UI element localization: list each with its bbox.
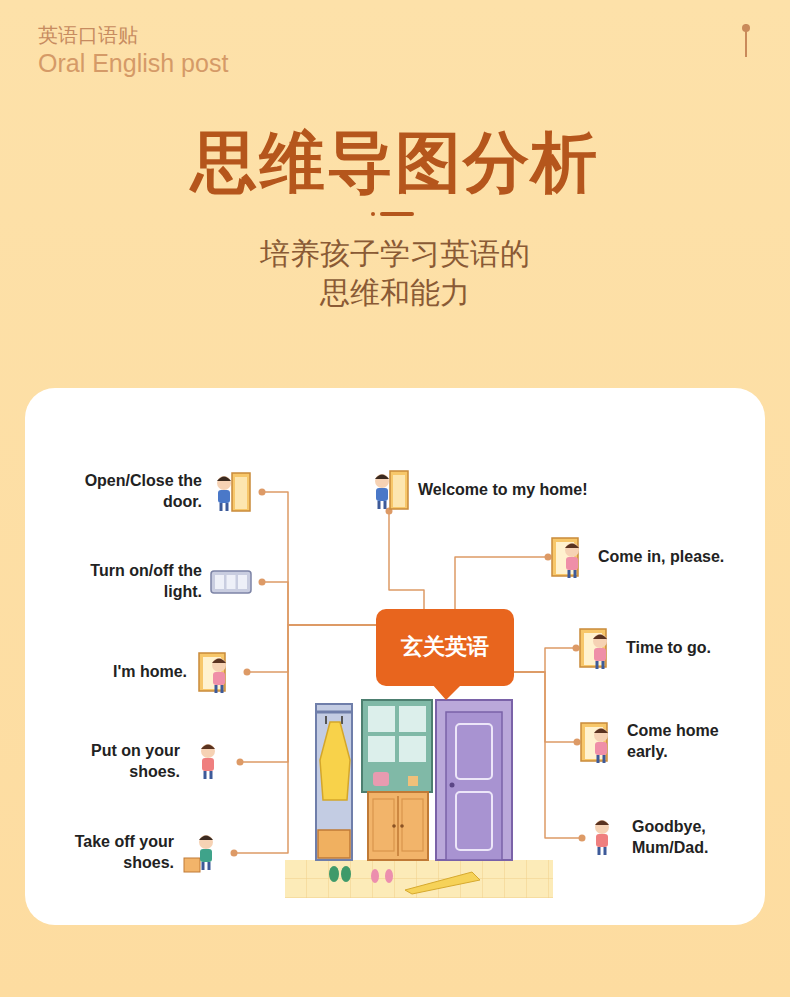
branch-path xyxy=(234,625,376,853)
phrase-node: I'm home. xyxy=(113,651,247,693)
phrase-icon xyxy=(582,817,624,859)
branch-path xyxy=(240,625,376,762)
raincoat xyxy=(320,722,350,800)
phrase-node: Time to go. xyxy=(576,627,711,669)
rack-top xyxy=(316,711,352,714)
bench xyxy=(318,830,350,858)
handbag xyxy=(373,772,389,786)
phrase-node: Turn on/off the light. xyxy=(77,561,262,603)
branch-path xyxy=(389,511,424,609)
brand-en: Oral English post xyxy=(38,49,228,78)
cabinet-bottom xyxy=(368,792,428,860)
phrase-text: Open/Close the door. xyxy=(77,471,202,513)
phrase-icon xyxy=(188,741,230,783)
phrase-text: Turn on/off the light. xyxy=(77,561,202,603)
phrase-node: Come in, please. xyxy=(548,536,724,578)
branch-dot xyxy=(259,579,266,586)
knob xyxy=(400,824,404,828)
glass xyxy=(399,706,426,732)
phrase-text: Come home early. xyxy=(627,721,727,763)
page-title: 思维导图分析 xyxy=(0,118,790,208)
phrase-icon xyxy=(182,832,224,874)
shoe xyxy=(329,866,339,882)
branch-line xyxy=(237,625,377,766)
umbrella xyxy=(405,872,480,894)
topic-bubble: 玄关英语 xyxy=(376,609,514,686)
pin-head xyxy=(742,24,750,32)
phrase-node: Put on your shoes. xyxy=(85,741,240,783)
branch-dot xyxy=(231,850,238,857)
door-panel xyxy=(456,724,492,779)
door-panel xyxy=(456,792,492,850)
cabinet-panel xyxy=(373,799,394,851)
door xyxy=(446,712,502,860)
branch-line xyxy=(259,489,377,626)
phrase-node: Welcome to my home! xyxy=(368,469,588,511)
branch-line xyxy=(455,554,552,610)
brand-cn: 英语口语贴 xyxy=(38,22,138,49)
branch-line xyxy=(386,508,425,610)
branch-dot xyxy=(545,554,552,561)
title-dot xyxy=(371,212,375,216)
branch-line xyxy=(514,672,581,746)
phrase-text: Welcome to my home! xyxy=(418,480,588,501)
branch-dot xyxy=(573,645,580,652)
phrase-text: Time to go. xyxy=(626,638,711,659)
phrase-icon xyxy=(576,627,618,669)
phrase-icon xyxy=(195,651,237,693)
phrase-node: Take off your shoes. xyxy=(64,832,234,874)
floor xyxy=(285,860,553,898)
branch-path xyxy=(262,492,376,625)
phrase-icon xyxy=(577,721,619,763)
phrase-icon xyxy=(210,471,252,513)
branch-path xyxy=(262,582,376,625)
door-frame xyxy=(436,700,512,860)
cabinet-split xyxy=(397,796,399,856)
branch-dot xyxy=(244,669,251,676)
topic-text: 玄关英语 xyxy=(401,633,489,662)
branch-dot xyxy=(574,739,581,746)
branch-line xyxy=(514,672,586,842)
phrase-text: Goodbye, Mum/Dad. xyxy=(632,817,722,859)
phrase-text: I'm home. xyxy=(113,662,187,683)
phrase-text: Put on your shoes. xyxy=(85,741,180,783)
pot xyxy=(408,776,418,786)
phrase-icon xyxy=(368,469,410,511)
bubble-tail xyxy=(432,684,462,700)
subtitle: 培养孩子学习英语的 xyxy=(0,234,790,275)
cabinet-top xyxy=(362,700,432,792)
branch-dot xyxy=(237,759,244,766)
branch-line xyxy=(514,645,580,673)
door-knob xyxy=(450,783,455,788)
glass xyxy=(399,736,426,762)
shoe xyxy=(341,866,351,882)
branch-path xyxy=(514,648,576,672)
glass xyxy=(368,736,395,762)
phrase-node: Goodbye, Mum/Dad. xyxy=(582,817,722,859)
branch-dot xyxy=(259,489,266,496)
branch-line xyxy=(244,625,377,676)
subtitle: 思维和能力 xyxy=(0,273,790,314)
phrase-icon xyxy=(548,536,590,578)
branch-line xyxy=(259,579,377,626)
branch-line xyxy=(231,625,377,857)
branch-dot xyxy=(579,835,586,842)
phrase-icon xyxy=(210,561,252,603)
shoe xyxy=(385,869,393,883)
cabinet-panel xyxy=(402,799,423,851)
coat-rack xyxy=(316,704,352,860)
phrase-node: Open/Close the door. xyxy=(77,471,262,513)
branch-path xyxy=(247,625,376,672)
knob xyxy=(392,824,396,828)
phrase-text: Take off your shoes. xyxy=(64,832,174,874)
title-bar xyxy=(380,212,414,216)
phrase-text: Come in, please. xyxy=(598,547,724,568)
glass xyxy=(368,706,395,732)
branch-path xyxy=(514,672,582,838)
phrase-node: Come home early. xyxy=(577,721,727,763)
shoe xyxy=(371,869,379,883)
branch-path xyxy=(455,557,548,609)
